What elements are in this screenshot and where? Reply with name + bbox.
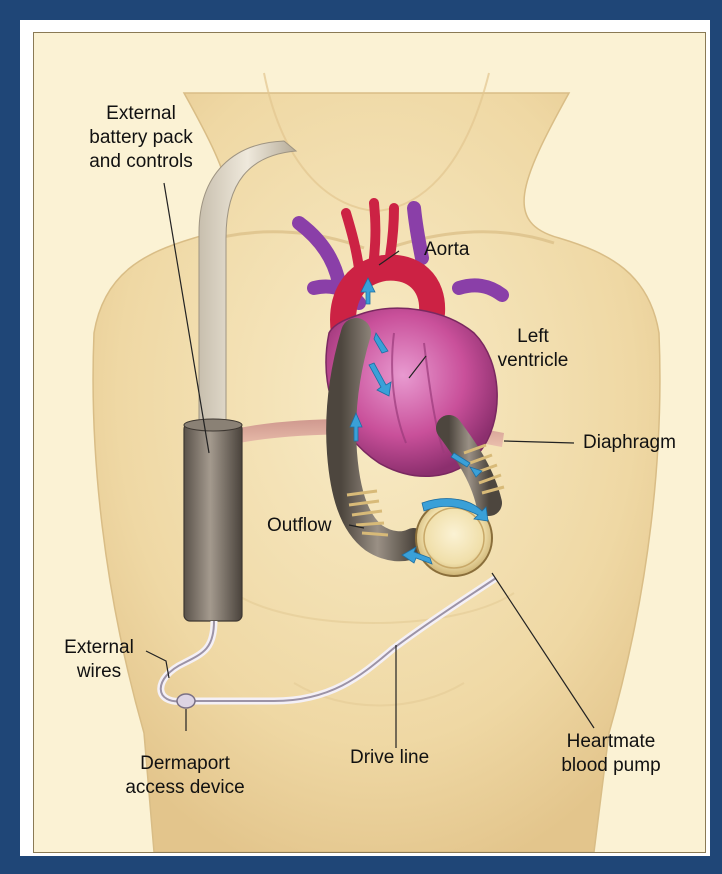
- label-aorta: Aorta: [424, 238, 469, 262]
- label-left-ventricle: Left ventricle: [478, 325, 588, 373]
- label-drive-line: Drive line: [350, 746, 429, 770]
- label-outflow: Outflow: [267, 514, 331, 538]
- label-external-battery-pack: External battery pack and controls: [66, 102, 216, 174]
- label-diaphragm: Diaphragm: [583, 431, 676, 455]
- label-external-wires: External wires: [54, 636, 144, 684]
- battery-pack: [184, 423, 242, 621]
- dermaport-device: [177, 694, 195, 708]
- label-dermaport-access-device: Dermaport access device: [110, 752, 260, 800]
- label-heartmate-blood-pump: Heartmate blood pump: [546, 730, 676, 778]
